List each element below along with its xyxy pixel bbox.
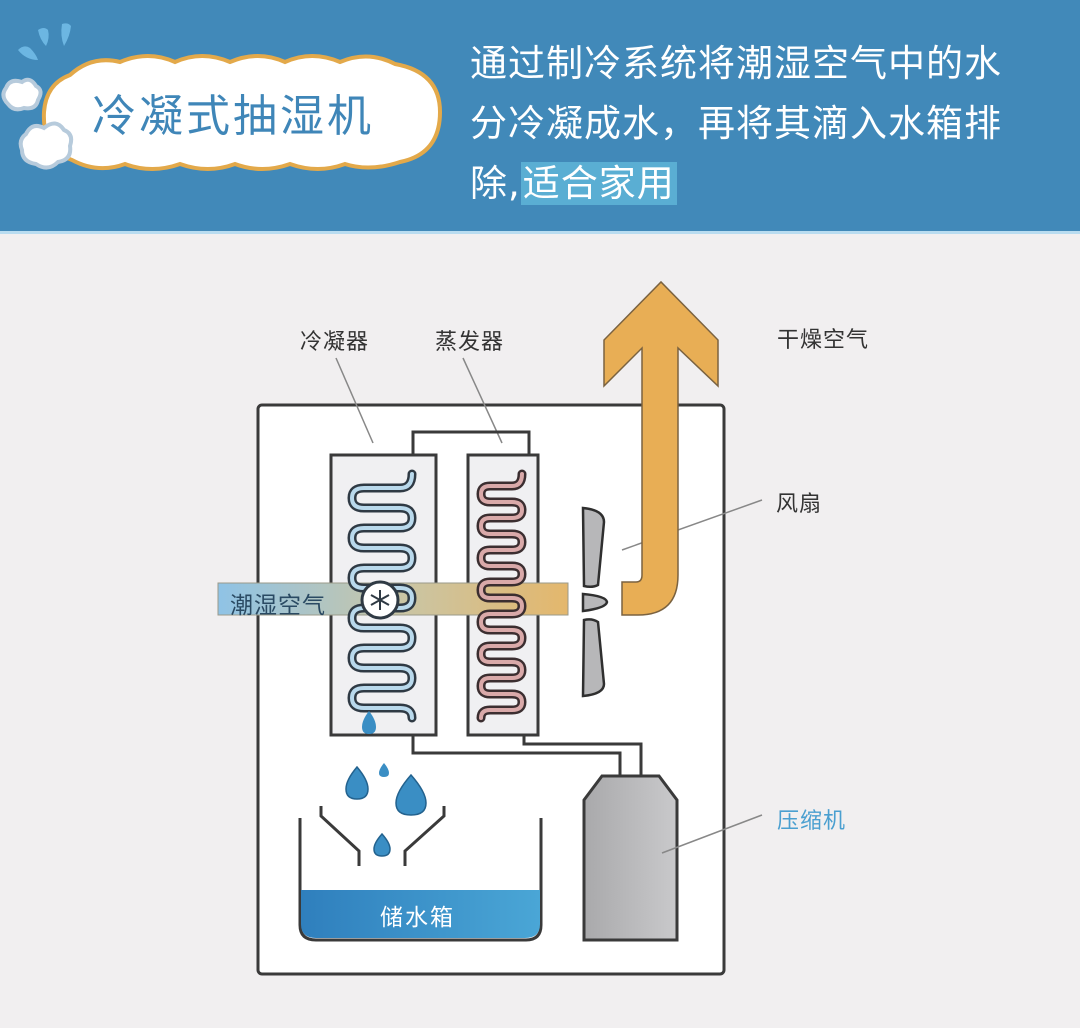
fan-icon bbox=[581, 506, 609, 698]
water-tank-water bbox=[301, 890, 540, 938]
highlight-text: 适合家用 bbox=[520, 162, 677, 205]
label-fan: 风扇 bbox=[776, 492, 823, 517]
water-drop-icon bbox=[345, 765, 369, 800]
label-compressor: 压缩机 bbox=[777, 809, 847, 834]
leader-line-evaporator bbox=[462, 357, 503, 444]
header-banner: 冷凝式抽湿机 通过制冷系统将潮湿空气中的水 分冷凝成水，再将其滴入水箱排 除,适… bbox=[0, 0, 1080, 234]
water-drop-icon bbox=[38, 28, 49, 46]
cloud-icon bbox=[18, 121, 74, 170]
water-drop-icon bbox=[61, 23, 71, 46]
connecting-pipe-top bbox=[411, 430, 531, 454]
title-cloud-graphic bbox=[1, 23, 443, 171]
cloud-icon bbox=[41, 54, 443, 171]
water-drop-icon bbox=[395, 773, 427, 816]
condenser-coil bbox=[347, 469, 417, 723]
connecting-pipe-bottom bbox=[522, 735, 643, 776]
up-arrow-icon bbox=[603, 280, 719, 616]
leader-line-condenser bbox=[335, 357, 374, 444]
description-line: 分冷凝成水，再将其滴入水箱排 bbox=[470, 102, 1002, 145]
water-drop-icon bbox=[18, 46, 38, 60]
page-title: 冷凝式抽湿机 bbox=[92, 91, 374, 142]
evaporator-coil bbox=[476, 469, 527, 723]
snowflake-icon bbox=[360, 580, 400, 620]
description-line: 除,适合家用 bbox=[470, 154, 1070, 214]
label-evaporator: 蒸发器 bbox=[435, 330, 505, 355]
leader-line-compressor bbox=[661, 814, 763, 854]
funnel bbox=[319, 806, 361, 866]
label-dry-air: 干燥空气 bbox=[777, 328, 870, 353]
header-description: 通过制冷系统将潮湿空气中的水 分冷凝成水，再将其滴入水箱排 除,适合家用 bbox=[470, 34, 1070, 214]
description-text: 除, bbox=[470, 162, 521, 205]
label-condenser: 冷凝器 bbox=[300, 330, 370, 355]
cloud-icon bbox=[1, 77, 43, 112]
description-line: 通过制冷系统将潮湿空气中的水 bbox=[470, 42, 1002, 85]
label-water-tank: 储水箱 bbox=[380, 905, 455, 931]
water-drop-icon bbox=[362, 711, 376, 734]
funnel bbox=[403, 806, 446, 866]
compressor-unit bbox=[582, 774, 679, 942]
water-drop-icon bbox=[379, 763, 389, 777]
water-drop-icon bbox=[373, 832, 391, 857]
water-tank-outline bbox=[298, 818, 543, 942]
connecting-pipe-bottom bbox=[411, 735, 622, 776]
label-humid-air: 潮湿空气 bbox=[230, 593, 326, 619]
